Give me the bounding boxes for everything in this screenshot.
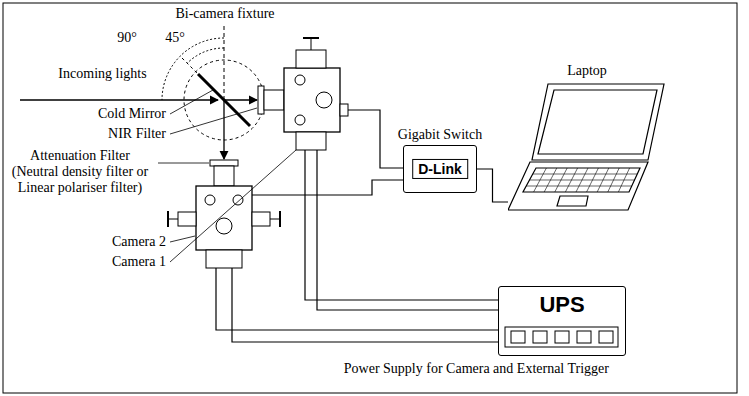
node-heading: Laptop bbox=[567, 63, 607, 79]
ups-unit: UPSPower Supply for Camera and External … bbox=[498, 286, 626, 356]
part-label: Camera 1 bbox=[60, 254, 166, 270]
camera-screw bbox=[295, 75, 305, 85]
mount-screw bbox=[303, 37, 319, 39]
keyboard-key bbox=[587, 168, 599, 192]
mount-screw bbox=[168, 219, 178, 220]
camera-screw bbox=[295, 115, 305, 125]
data-cable bbox=[252, 180, 403, 195]
leader-line bbox=[170, 108, 257, 134]
camera-body bbox=[284, 68, 340, 132]
light-ray bbox=[223, 100, 224, 159]
leader-line bbox=[158, 163, 209, 164]
power-outlet bbox=[533, 331, 547, 343]
nir-filter bbox=[258, 86, 264, 114]
node-heading: Gigabit Switch bbox=[398, 127, 482, 143]
camera-screw bbox=[205, 195, 215, 205]
laptop-keyboard bbox=[523, 168, 640, 192]
keyboard-key bbox=[544, 168, 557, 192]
part-label: Camera 2 bbox=[60, 234, 166, 250]
part-label: NIR Filter bbox=[20, 126, 166, 142]
camera-lens bbox=[214, 166, 234, 186]
keyboard-key bbox=[608, 168, 619, 192]
node-text: D-Link bbox=[412, 159, 468, 179]
angle-label: 90° bbox=[112, 30, 142, 46]
figure-heading: Bi-camera fixture bbox=[160, 6, 290, 22]
data-cable bbox=[348, 110, 403, 168]
mount-block bbox=[178, 212, 196, 226]
figure-frame bbox=[3, 3, 737, 393]
power-cable bbox=[232, 268, 498, 342]
power-outlet bbox=[599, 331, 613, 343]
outlet-panel bbox=[505, 327, 618, 347]
laptop-base bbox=[508, 162, 648, 210]
angle-label: 45° bbox=[160, 30, 190, 46]
power-outlet bbox=[555, 331, 569, 343]
part-label: Attenuation Filter (Neutral density filt… bbox=[8, 148, 152, 196]
node-text: UPS bbox=[539, 292, 584, 317]
camera-connector bbox=[340, 104, 348, 116]
mount-screw bbox=[279, 211, 281, 227]
network-switch: Gigabit SwitchD-Link bbox=[403, 145, 477, 193]
light-label: Incoming lights bbox=[45, 66, 160, 82]
laptop-drawing bbox=[508, 82, 666, 212]
power-outlet bbox=[511, 331, 525, 343]
keyboard-key bbox=[565, 168, 577, 192]
part-label: Cold Mirror bbox=[20, 106, 166, 122]
mount-block bbox=[296, 50, 326, 68]
camera-screw bbox=[233, 195, 243, 205]
angle-arc bbox=[187, 48, 224, 63]
keyboard-key bbox=[534, 168, 547, 192]
light-ray bbox=[224, 99, 257, 100]
network-cable bbox=[477, 169, 508, 202]
camera-screw bbox=[216, 218, 232, 234]
mount-block bbox=[296, 132, 326, 150]
leader-line bbox=[170, 236, 195, 242]
mount-screw bbox=[311, 38, 312, 50]
laptop-touchpad bbox=[557, 196, 588, 206]
keyboard-key bbox=[618, 168, 629, 192]
vertical-axis bbox=[224, 26, 225, 100]
leader-line bbox=[170, 150, 296, 262]
mount-block bbox=[252, 212, 270, 226]
keyboard-key bbox=[576, 168, 588, 192]
mount-block bbox=[206, 250, 242, 268]
node-caption: Power Supply for Camera and External Tri… bbox=[344, 361, 609, 377]
laptop-computer: Laptop bbox=[508, 82, 666, 212]
power-cable bbox=[216, 268, 498, 330]
keyboard-key bbox=[555, 168, 567, 192]
mount-screw bbox=[167, 211, 169, 227]
laptop-screen bbox=[532, 84, 664, 160]
attenuation-filter bbox=[210, 160, 238, 166]
light-ray bbox=[20, 99, 218, 100]
laptop-display bbox=[538, 90, 657, 154]
power-outlet bbox=[577, 331, 591, 343]
keyboard-key bbox=[597, 168, 609, 192]
camera-screw bbox=[316, 92, 332, 108]
camera-body bbox=[196, 186, 252, 250]
camera-lens bbox=[264, 90, 284, 110]
mount-screw bbox=[270, 219, 280, 220]
leader-line bbox=[170, 90, 213, 114]
